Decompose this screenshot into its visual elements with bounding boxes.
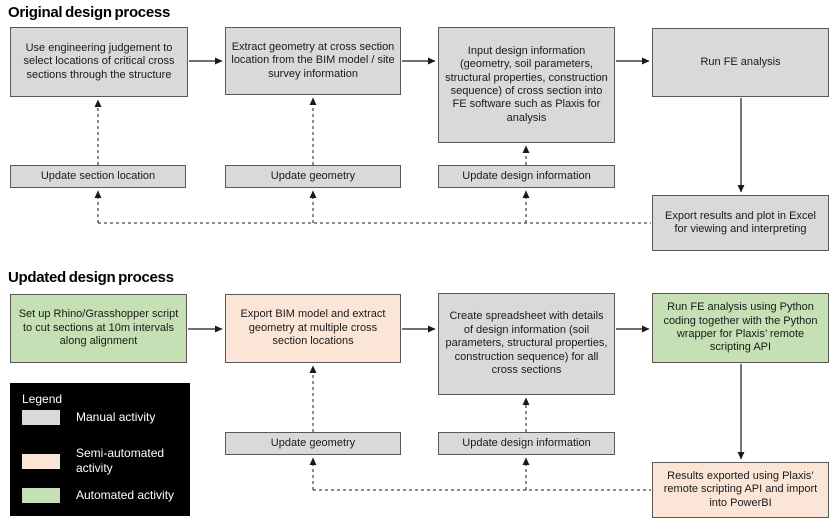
updated-process-title: Updated design process (8, 269, 174, 286)
step-text: Use engineering judgement to select loca… (23, 41, 175, 81)
step-text: Run FE analysis (700, 55, 781, 68)
step-text: Results exported using Plaxis’ remote sc… (663, 469, 818, 509)
update-text: Update design information (462, 436, 591, 449)
legend-label: Semi-automated activity (76, 446, 165, 475)
updated-update-geometry: Update geometry (225, 432, 401, 455)
original-step-run-fe-analysis: Run FE analysis (652, 28, 829, 97)
updated-step-results-powerbi: Results exported using Plaxis’ remote sc… (652, 462, 829, 518)
original-update-section-location: Update section location (10, 165, 186, 188)
manual-activity-swatch (22, 410, 60, 425)
original-update-design-information: Update design information (438, 165, 615, 188)
updated-step-export-bim-model: Export BIM model and extract geometry at… (225, 294, 401, 363)
step-text: Export results and plot in Excel for vie… (664, 209, 817, 235)
updated-step-run-fe-python: Run FE analysis using Python coding toge… (652, 293, 829, 363)
original-step-select-sections: Use engineering judgement to select loca… (10, 27, 188, 97)
step-text: Input design information (geometry, soil… (445, 44, 608, 124)
step-text: Export BIM model and extract geometry at… (240, 308, 386, 348)
semi-automated-activity-swatch (22, 453, 60, 469)
original-update-geometry: Update geometry (225, 165, 401, 188)
step-text: Run FE analysis using Python coding toge… (663, 301, 818, 354)
update-text: Update geometry (270, 436, 356, 449)
updated-update-design-information: Update design information (438, 432, 615, 455)
original-process-title: Original design process (8, 4, 170, 21)
updated-step-create-spreadsheet: Create spreadsheet with details of desig… (438, 293, 615, 395)
legend-label: Automated activity (76, 488, 175, 502)
step-text: Extract geometry at cross section locati… (231, 40, 395, 80)
original-step-extract-geometry: Extract geometry at cross section locati… (225, 27, 401, 95)
legend-label: Manual activity (76, 410, 156, 424)
legend-item-semi-automated: Semi-automated activity (22, 446, 180, 476)
update-text: Update design information (462, 169, 591, 182)
automated-activity-swatch (22, 488, 60, 503)
legend: Legend Manual activity Semi-automated ac… (10, 383, 190, 516)
original-step-export-results: Export results and plot in Excel for vie… (652, 195, 829, 251)
legend-item-manual: Manual activity (22, 410, 155, 425)
update-text: Update section location (40, 169, 156, 182)
updated-step-rhino-grasshopper: Set up Rhino/Grasshopper script to cut s… (10, 294, 187, 363)
legend-title: Legend (22, 392, 63, 406)
step-text: Create spreadsheet with details of desig… (445, 310, 608, 377)
update-text: Update geometry (270, 169, 356, 182)
step-text: Set up Rhino/Grasshopper script to cut s… (18, 308, 179, 348)
original-step-input-design-info: Input design information (geometry, soil… (438, 27, 615, 143)
legend-item-automated: Automated activity (22, 488, 174, 503)
